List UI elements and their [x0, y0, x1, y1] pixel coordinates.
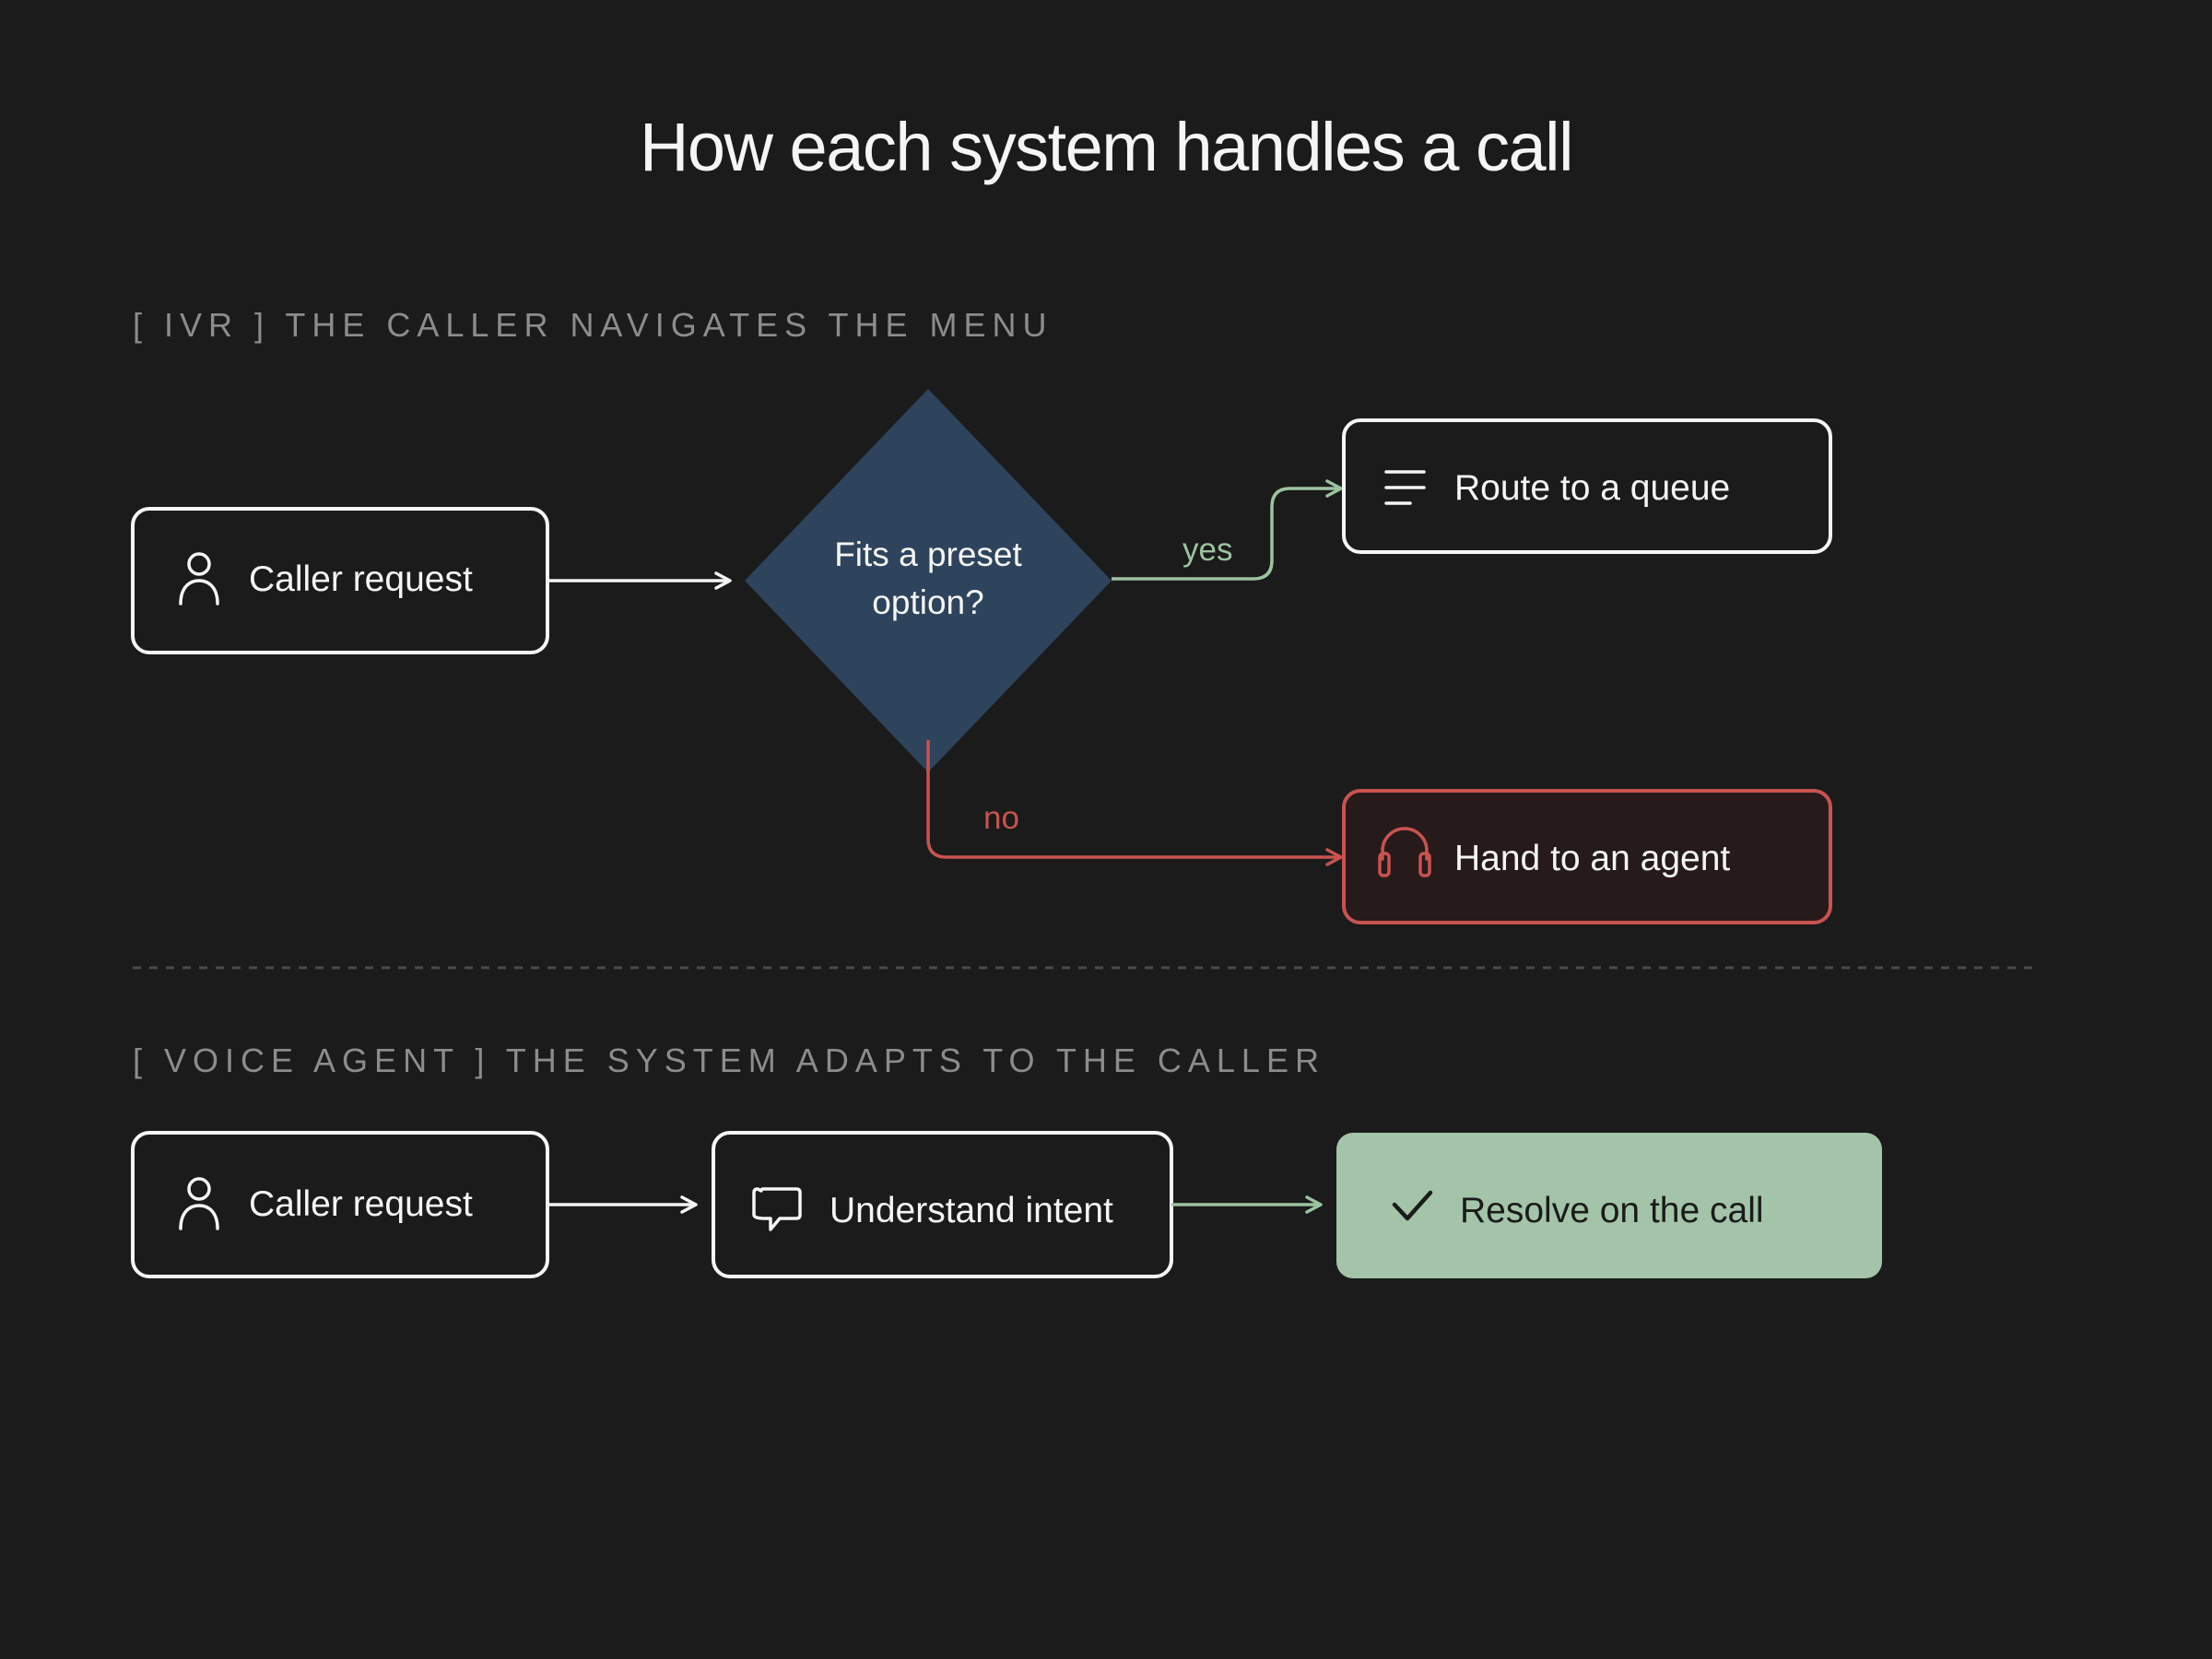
ivr-caller-request-node: Caller request — [131, 507, 549, 654]
checkmark-icon — [1392, 1190, 1433, 1221]
understand-intent-label: Understand intent — [830, 1191, 1113, 1230]
ivr-yes-edge — [1112, 479, 1343, 581]
resolve-node: Resolve on the call — [1336, 1133, 1882, 1278]
route-queue-label: Route to a queue — [1454, 468, 1730, 508]
no-edge-label: no — [983, 800, 1019, 836]
speech-bubble-icon — [752, 1187, 802, 1231]
person-icon — [179, 1177, 219, 1230]
hand-agent-label: Hand to an agent — [1454, 839, 1730, 878]
voice-caller-request-label: Caller request — [249, 1184, 473, 1224]
diagram-title: How each system handles a call — [640, 109, 1572, 185]
ivr-section-label: [ IVR ] THE CALLER NAVIGATES THE MENU — [133, 306, 1053, 344]
decision-label-line2: option? — [872, 583, 983, 621]
ivr-decision-node: Fits a preset option? — [745, 389, 1112, 772]
yes-edge-label: yes — [1182, 532, 1232, 568]
route-queue-node: Route to a queue — [1342, 418, 1832, 554]
ivr-caller-request-label: Caller request — [249, 559, 473, 599]
decision-label-line1: Fits a preset — [834, 535, 1022, 573]
list-lines-icon — [1384, 470, 1426, 505]
headphones-icon — [1378, 827, 1431, 877]
voice-agent-section-label: [ VOICE AGENT ] THE SYSTEM ADAPTS TO THE… — [133, 1041, 1325, 1079]
resolve-label: Resolve on the call — [1460, 1191, 1764, 1230]
voice-caller-request-node: Caller request — [131, 1131, 549, 1278]
ivr-no-edge — [926, 740, 1343, 866]
understand-intent-node: Understand intent — [712, 1131, 1173, 1278]
hand-agent-node: Hand to an agent — [1342, 789, 1832, 924]
person-icon — [179, 552, 219, 606]
